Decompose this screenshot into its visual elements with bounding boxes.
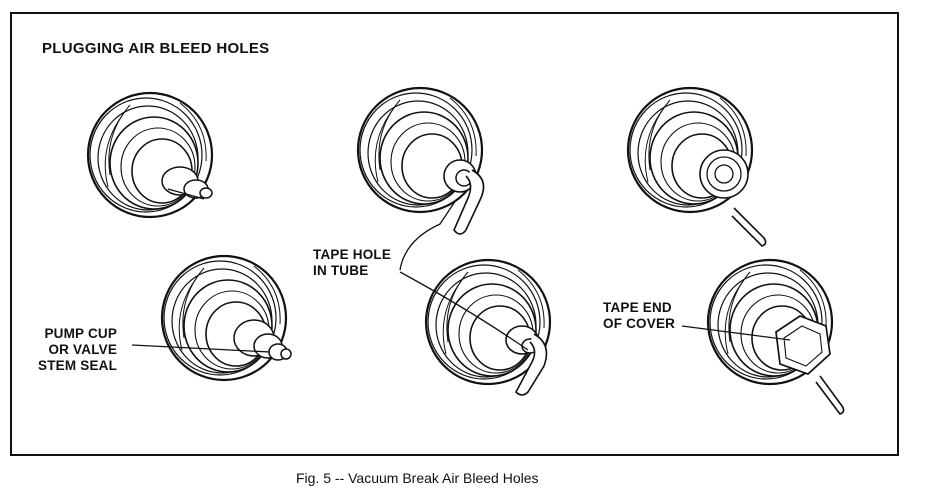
- leader-tape-hole-lower: [399, 271, 529, 351]
- figure-frame: [10, 12, 899, 456]
- unit-bottom-right: [706, 258, 845, 415]
- unit-top-middle: [356, 86, 485, 235]
- callout-tape-hole: TAPE HOLE IN TUBE: [313, 247, 392, 278]
- unit-bottom-left: [160, 254, 292, 382]
- figure-caption: Fig. 5 -- Vacuum Break Air Bleed Holes: [296, 470, 539, 486]
- leader-tape-end: [681, 325, 791, 341]
- unit-bottom-middle: [424, 258, 552, 396]
- callout-pump-cup: PUMP CUP OR VALVE STEM SEAL: [38, 326, 118, 373]
- unit-top-left: [86, 91, 214, 219]
- unit-top-right: [626, 86, 767, 247]
- leader-tape-hole: [399, 199, 457, 271]
- figure-title: PLUGGING AIR BLEED HOLES: [42, 40, 270, 57]
- callout-tape-end: TAPE END OF COVER: [603, 300, 676, 331]
- leader-pump-cup: [131, 344, 271, 353]
